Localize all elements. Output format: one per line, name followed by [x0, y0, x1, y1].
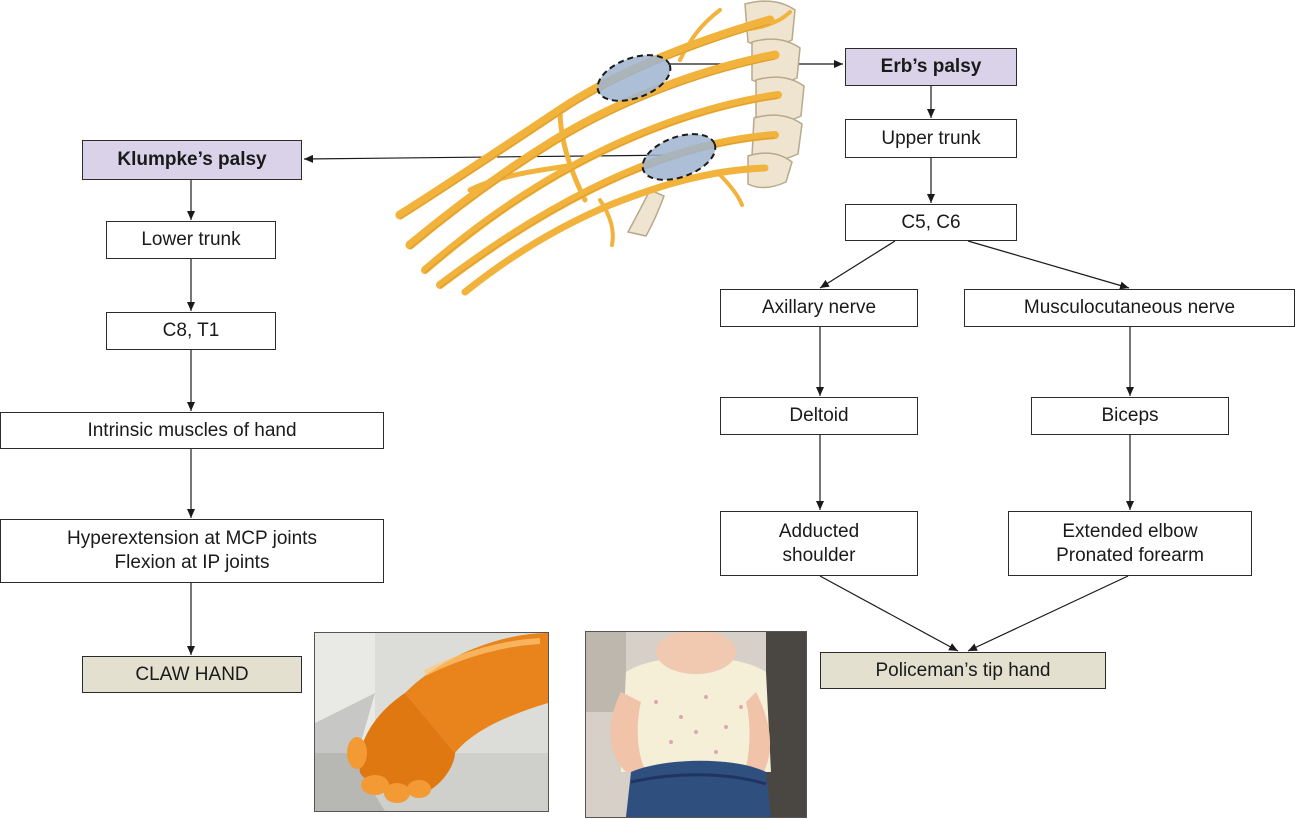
infant-erb-palsy-photo — [585, 631, 807, 818]
intrinsic-muscles-box: Intrinsic muscles of hand — [0, 412, 384, 449]
diaper — [626, 761, 771, 817]
infant-chin — [656, 631, 736, 674]
axillary-nerve-box: Axillary nerve — [720, 289, 918, 327]
extended-elbow-box: Extended elbow Pronated forearm — [1008, 511, 1252, 576]
c5-c6-box: C5, C6 — [845, 204, 1017, 241]
deltoid-box: Deltoid — [720, 397, 918, 435]
adducted-shoulder-box: Adducted shoulder — [720, 511, 918, 576]
erb-palsy-box: Erb’s palsy — [845, 48, 1017, 86]
klumpke-palsy-box: Klumpke’s palsy — [82, 140, 302, 180]
claw-hand-box: CLAW HAND — [82, 656, 302, 693]
claw-deformity-box: Hyperextension at MCP joints Flexion at … — [0, 519, 384, 583]
lower-trunk-box: Lower trunk — [106, 221, 276, 259]
upper-trunk-box: Upper trunk — [845, 119, 1017, 158]
claw-hand-photo — [314, 632, 549, 812]
policemans-tip-hand-box: Policeman’s tip hand — [820, 652, 1106, 689]
c8-t1-box: C8, T1 — [106, 312, 276, 350]
nerve-trunks — [400, 10, 790, 292]
biceps-box: Biceps — [1031, 397, 1229, 435]
musculocutaneous-nerve-box: Musculocutaneous nerve — [964, 289, 1295, 327]
